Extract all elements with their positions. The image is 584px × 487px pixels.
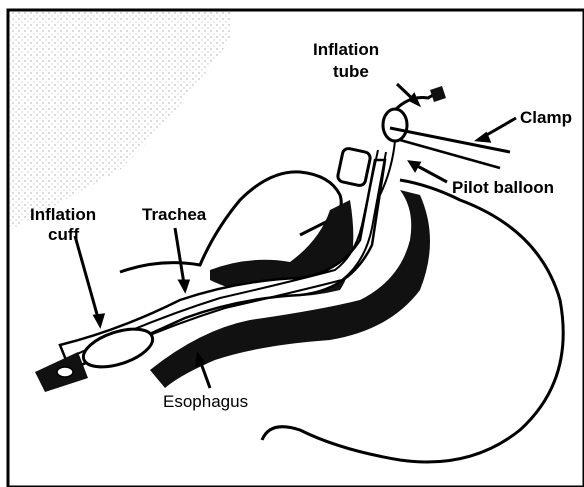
label-pilot-balloon: Pilot balloon [452,178,554,197]
label-inflation-cuff-line2: cuff [48,225,80,244]
tube-tip-opening [57,367,73,377]
label-esophagus: Esophagus [163,392,248,411]
label-trachea: Trachea [142,205,207,224]
label-clamp: Clamp [520,108,572,127]
pilot-balloon [383,109,407,141]
tube-connector [337,147,371,186]
label-inflation-tube-line1: Inflation [313,40,379,59]
label-inflation-tube-line2: tube [333,62,369,81]
label-inflation-cuff-line1: Inflation [30,205,96,224]
